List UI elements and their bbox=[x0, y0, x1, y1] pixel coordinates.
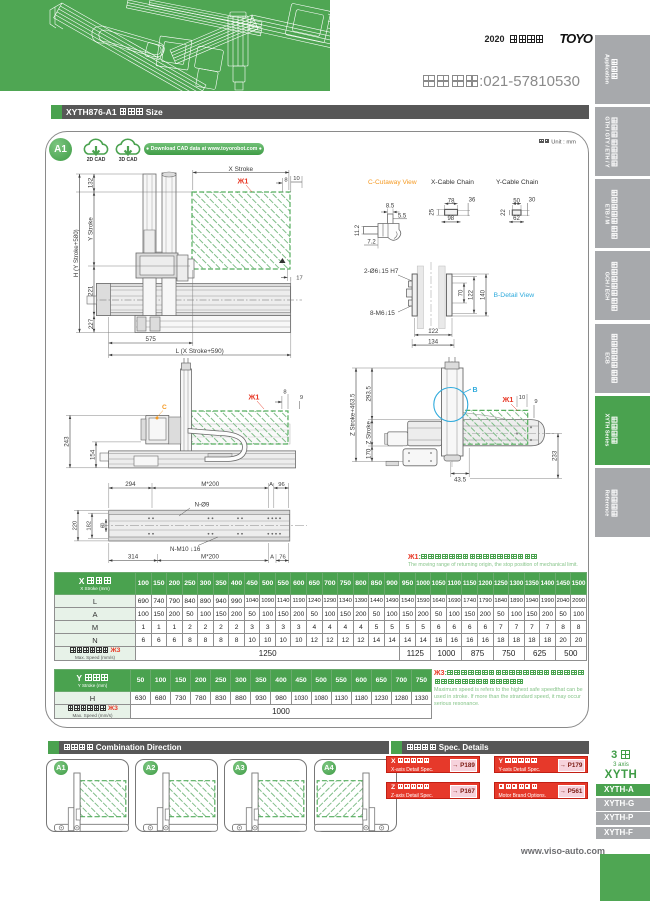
svg-text:L (X Stroke+590): L (X Stroke+590) bbox=[176, 348, 224, 355]
svg-text:43.5: 43.5 bbox=[454, 477, 467, 484]
svg-text:154: 154 bbox=[90, 449, 97, 460]
svg-text:132: 132 bbox=[88, 177, 95, 188]
svg-text:62: 62 bbox=[513, 216, 520, 222]
svg-text:140: 140 bbox=[481, 289, 487, 300]
svg-text:25: 25 bbox=[430, 208, 436, 215]
svg-text:C: C bbox=[162, 404, 167, 411]
svg-text:Y Stroke: Y Stroke bbox=[88, 217, 95, 241]
svg-text:122: 122 bbox=[469, 289, 475, 300]
svg-text:9: 9 bbox=[300, 395, 303, 401]
svg-text:50: 50 bbox=[513, 199, 520, 205]
svg-text:293.5: 293.5 bbox=[366, 385, 373, 401]
svg-text:575: 575 bbox=[146, 336, 157, 343]
svg-text:30: 30 bbox=[529, 198, 536, 204]
svg-text:Ж1: Ж1 bbox=[502, 395, 514, 404]
svg-text:8-M6↓15: 8-M6↓15 bbox=[370, 310, 395, 317]
svg-text:Ж1: Ж1 bbox=[248, 393, 260, 402]
svg-text:X Stroke: X Stroke bbox=[229, 166, 254, 173]
svg-text:M*200: M*200 bbox=[201, 481, 219, 488]
svg-text:Y-Cable Chain: Y-Cable Chain bbox=[496, 179, 539, 186]
svg-text:C-Cutaway View: C-Cutaway View bbox=[368, 179, 417, 186]
svg-text:A: A bbox=[269, 482, 273, 488]
svg-text:2-Ø6↓15 H7: 2-Ø6↓15 H7 bbox=[364, 268, 399, 275]
svg-text:10: 10 bbox=[519, 395, 525, 401]
svg-text:294: 294 bbox=[125, 481, 136, 488]
svg-text:221: 221 bbox=[88, 285, 95, 296]
svg-text:8.5: 8.5 bbox=[386, 204, 395, 210]
svg-text:M*200: M*200 bbox=[201, 554, 219, 561]
svg-text:B-Detail View: B-Detail View bbox=[494, 292, 535, 299]
svg-text:N-M10 ↓16: N-M10 ↓16 bbox=[170, 546, 201, 553]
svg-text:11.2: 11.2 bbox=[355, 224, 361, 236]
svg-text:N-Ø9: N-Ø9 bbox=[195, 502, 210, 509]
svg-text:17: 17 bbox=[296, 276, 302, 282]
svg-text:36: 36 bbox=[469, 198, 476, 204]
svg-text:76: 76 bbox=[279, 555, 285, 561]
svg-text:B: B bbox=[472, 387, 477, 394]
svg-text:70: 70 bbox=[459, 289, 465, 296]
svg-text:Z Stroke+463.5: Z Stroke+463.5 bbox=[350, 393, 357, 436]
svg-text:8: 8 bbox=[284, 178, 287, 184]
svg-text:220: 220 bbox=[73, 521, 79, 531]
svg-text:22: 22 bbox=[501, 209, 507, 216]
svg-text:170: 170 bbox=[366, 448, 373, 459]
svg-text:A: A bbox=[270, 555, 274, 561]
svg-text:10: 10 bbox=[293, 176, 299, 182]
svg-text:Ж1: Ж1 bbox=[237, 177, 249, 186]
svg-text:60: 60 bbox=[101, 523, 107, 529]
svg-text:Z Stroke: Z Stroke bbox=[366, 421, 373, 445]
svg-text:182: 182 bbox=[87, 521, 93, 531]
svg-text:8: 8 bbox=[283, 390, 286, 396]
svg-text:5.5: 5.5 bbox=[398, 214, 407, 220]
svg-text:7.2: 7.2 bbox=[367, 240, 376, 246]
svg-text:134: 134 bbox=[428, 339, 439, 345]
svg-text:233: 233 bbox=[552, 450, 559, 461]
svg-text:X-Cable Chain: X-Cable Chain bbox=[431, 179, 474, 186]
svg-text:227: 227 bbox=[88, 318, 95, 329]
svg-text:243: 243 bbox=[64, 436, 71, 447]
svg-text:96: 96 bbox=[278, 482, 284, 488]
svg-text:122: 122 bbox=[428, 329, 439, 335]
svg-text:H (Y Stroke+580): H (Y Stroke+580) bbox=[73, 229, 80, 277]
svg-text:314: 314 bbox=[128, 554, 139, 561]
svg-text:98: 98 bbox=[447, 216, 454, 222]
svg-text:9: 9 bbox=[534, 399, 537, 405]
svg-text:78: 78 bbox=[448, 199, 455, 205]
